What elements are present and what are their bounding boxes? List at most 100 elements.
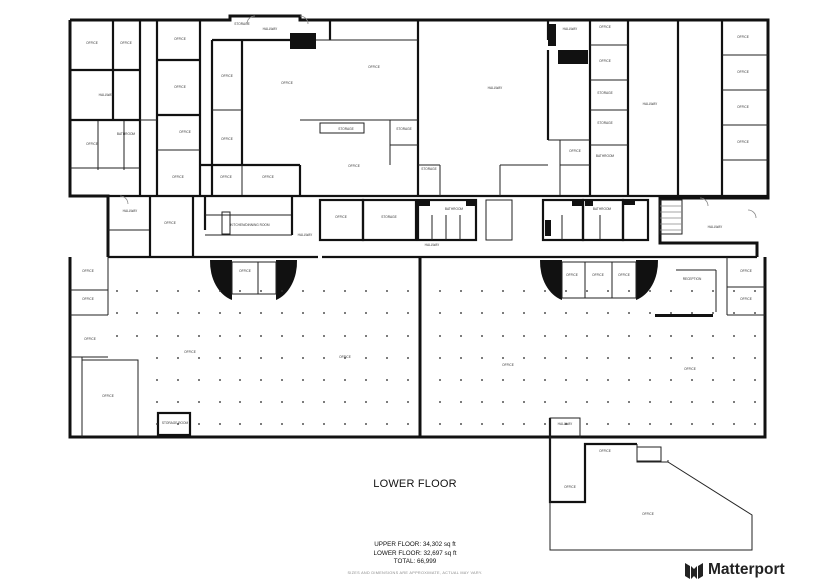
column-post <box>281 423 283 425</box>
column-post <box>302 312 304 314</box>
column-post <box>544 379 546 381</box>
room-label-reception: RECEPTION <box>683 277 702 281</box>
room-label-bathroom: BATHROOM <box>445 207 464 211</box>
column-post <box>754 357 756 359</box>
column-post <box>281 290 283 292</box>
room-label-office: OFFICE <box>120 41 132 45</box>
room-label-office: OFFICE <box>221 137 233 141</box>
column-post <box>239 290 241 292</box>
column-post <box>323 401 325 403</box>
room-label-office: OFFICE <box>599 25 611 29</box>
column-post <box>733 357 735 359</box>
column-post <box>712 335 714 337</box>
column-post <box>198 423 200 425</box>
column-post <box>586 312 588 314</box>
room-label-hallway: HALLWAY <box>563 27 579 31</box>
column-post <box>365 379 367 381</box>
column-post <box>607 379 609 381</box>
column-post <box>544 312 546 314</box>
column-post <box>156 401 158 403</box>
column-post <box>407 379 409 381</box>
column-post <box>439 379 441 381</box>
column-post <box>691 423 693 425</box>
column-post <box>260 379 262 381</box>
room-label-office: OFFICE <box>335 215 347 219</box>
column-post <box>712 379 714 381</box>
column-post <box>198 401 200 403</box>
column-post <box>439 312 441 314</box>
column-post <box>502 290 504 292</box>
column-post <box>219 423 221 425</box>
room-label-hallway: HALLWAY <box>708 225 724 229</box>
room-label-office: OFFICE <box>86 142 98 146</box>
room-label-office: OFFICE <box>566 273 578 277</box>
column-post <box>523 379 525 381</box>
column-post <box>607 312 609 314</box>
room-label-office: OFFICE <box>221 74 233 78</box>
column-post <box>481 335 483 337</box>
column-post <box>439 290 441 292</box>
column-post <box>344 335 346 337</box>
room-label-office: OFFICE <box>368 65 380 69</box>
room-label-bathroom: BATHROOM <box>117 132 136 136</box>
column-post <box>565 401 567 403</box>
column-post <box>239 379 241 381</box>
room-label-office: OFFICE <box>82 269 94 273</box>
room-label-hallway: HALLWAY <box>425 243 441 247</box>
column-post <box>733 379 735 381</box>
room-label-office: OFFICE <box>239 269 251 273</box>
column-post <box>344 290 346 292</box>
column-post <box>407 423 409 425</box>
column-post <box>649 335 651 337</box>
room-label-bathroom: BATHROOM <box>596 154 615 158</box>
column-post <box>386 312 388 314</box>
column-post <box>239 357 241 359</box>
room-label-office: OFFICE <box>184 350 196 354</box>
column-post <box>670 401 672 403</box>
column-post <box>733 312 735 314</box>
column-post <box>733 290 735 292</box>
column-post <box>502 312 504 314</box>
column-post <box>628 423 630 425</box>
column-post <box>281 312 283 314</box>
column-post <box>323 312 325 314</box>
column-post <box>344 312 346 314</box>
column-post <box>260 290 262 292</box>
upper-floor-area: UPPER FLOOR: 34,302 sq ft <box>374 541 456 548</box>
column-post <box>365 312 367 314</box>
column-post <box>407 335 409 337</box>
column-post <box>628 312 630 314</box>
column-post <box>523 423 525 425</box>
column-post <box>565 379 567 381</box>
column-post <box>177 335 179 337</box>
column-post <box>407 401 409 403</box>
column-post <box>712 401 714 403</box>
column-post <box>386 357 388 359</box>
column-post <box>502 357 504 359</box>
column-post <box>544 335 546 337</box>
room-label-office: OFFICE <box>569 149 581 153</box>
column-post <box>136 335 138 337</box>
column-post <box>344 357 346 359</box>
column-post <box>281 379 283 381</box>
column-post <box>177 401 179 403</box>
column-post <box>565 335 567 337</box>
column-post <box>365 423 367 425</box>
room-label-office: OFFICE <box>737 105 749 109</box>
column-post <box>502 379 504 381</box>
room-labels: OFFICE OFFICE OFFICE HALLWAY OFFICE OFFI… <box>82 22 752 516</box>
column-post <box>365 290 367 292</box>
area-summary: UPPER FLOOR: 34,302 sq ft LOWER FLOOR: 3… <box>330 541 500 567</box>
brand-name: Matterport <box>708 561 785 578</box>
column-post <box>177 379 179 381</box>
column-post <box>586 335 588 337</box>
upper-office-block <box>68 14 770 257</box>
column-post <box>281 357 283 359</box>
column-post <box>460 357 462 359</box>
column-post <box>586 357 588 359</box>
column-post <box>628 401 630 403</box>
room-label-office: OFFICE <box>642 512 654 516</box>
room-label-office: OFFICE <box>174 37 186 41</box>
room-label-bathroom: BATHROOM <box>593 207 612 211</box>
